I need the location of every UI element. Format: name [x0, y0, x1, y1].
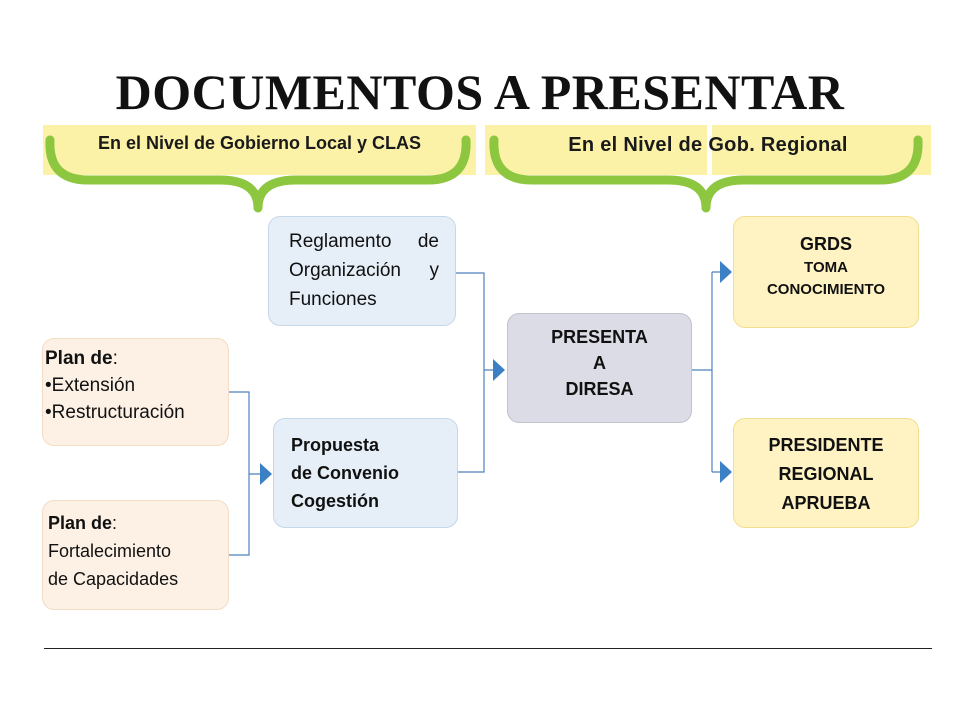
presenta-line-2: A	[593, 353, 606, 373]
plan2-heading-colon: :	[112, 513, 118, 533]
arrow-to-grds	[720, 261, 732, 283]
band-regional-right	[712, 125, 931, 175]
plan1-heading-colon: :	[112, 348, 118, 369]
plan-extension-box: Plan de: •Extensión •Restructuración	[42, 338, 229, 446]
propuesta-line-1: Propuesta	[291, 435, 380, 455]
arrow-to-presenta	[493, 359, 505, 381]
reglamento-box: Reglamento de Organización y Funciones	[268, 216, 456, 326]
grds-box: GRDS TOMA CONOCIMIENTO	[733, 216, 919, 328]
band-local-label: En el Nivel de Gobierno Local y CLAS	[97, 133, 422, 153]
plan1-heading: Plan de:	[45, 345, 228, 372]
reglamento-line-1: Reglamento de	[289, 231, 439, 252]
connector-docs	[456, 272, 494, 473]
plan2-line-2: de Capacidades	[48, 569, 179, 589]
brace-local	[45, 135, 471, 213]
bottom-divider	[44, 648, 932, 649]
reglamento-line-3: Funciones	[289, 289, 377, 310]
presidente-box: PRESIDENTE REGIONAL APRUEBA	[733, 418, 919, 528]
grds-line-1: TOMA	[804, 259, 848, 276]
presidente-line-1: PRESIDENTE	[768, 435, 884, 455]
grds-line-2: CONOCIMIENTO	[766, 281, 886, 298]
plan-fortalecimiento-box: Plan de: Fortalecimiento de Capacidades	[42, 500, 229, 610]
propuesta-line-2: de Convenio	[291, 463, 400, 483]
propuesta-box: Propuesta de Convenio Cogestión	[273, 418, 458, 528]
arrow-to-presidente	[720, 461, 732, 483]
presenta-line-1: PRESENTA	[551, 327, 648, 347]
presenta-diresa-box: PRESENTA A DIRESA	[507, 313, 692, 423]
grds-title: GRDS	[799, 234, 852, 254]
plan1-heading-label: Plan de	[45, 348, 113, 369]
brace-regional	[489, 135, 923, 213]
presidente-line-3: APRUEBA	[781, 493, 871, 513]
band-regional-label: En el Nivel de Gob. Regional	[568, 134, 848, 156]
plan1-item-1: •Extensión	[45, 375, 136, 396]
plan2-line-1: Fortalecimiento	[48, 541, 172, 561]
reglamento-line-2: Organización y	[289, 260, 439, 281]
plan1-item-2: •Restructuración	[45, 402, 185, 423]
propuesta-line-3: Cogestión	[291, 491, 379, 511]
presidente-line-2: REGIONAL	[778, 464, 874, 484]
arrow-to-propuesta	[260, 463, 272, 485]
plan2-heading-label: Plan de	[48, 513, 113, 533]
page-title: DOCUMENTOS A PRESENTAR	[115, 64, 845, 120]
band-local-level: En el Nivel de Gobierno Local y CLAS	[43, 125, 476, 175]
presenta-line-3: DIRESA	[565, 379, 634, 399]
connector-plans	[229, 391, 261, 556]
band-regional-left	[485, 125, 707, 175]
connector-outcomes	[692, 271, 721, 473]
plan2-heading: Plan de:	[48, 509, 228, 537]
